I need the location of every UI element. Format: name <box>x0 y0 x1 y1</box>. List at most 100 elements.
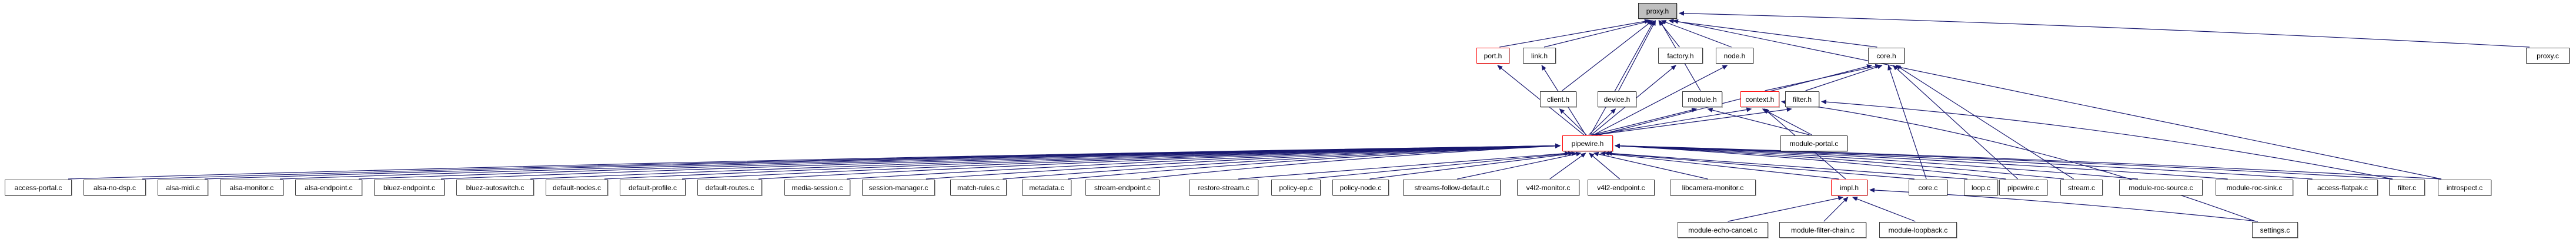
graph-node-module-filter-chain-c[interactable]: module-filter-chain.c <box>1779 222 1866 238</box>
graph-node-alsa-endpoint-c[interactable]: alsa-endpoint.c <box>295 180 362 195</box>
graph-node-impl-h[interactable]: impl.h <box>1831 180 1867 195</box>
graph-node-access-portal-c[interactable]: access-portal.c <box>5 180 72 195</box>
edge-introspect_c-to-pipewire_h <box>1615 143 2442 180</box>
graph-node-module-portal-c[interactable]: module-portal.c <box>1780 135 1847 151</box>
edge-streams_follow_default_c-to-pipewire_h <box>1457 151 1582 180</box>
edge-pipewire_c-to-pipewire_h <box>1615 143 2006 180</box>
graph-node-match-rules-c[interactable]: match-rules.c <box>950 180 1007 195</box>
edge-core_c-to-core_h <box>1887 65 1927 180</box>
edge-access_flatpak_c-to-pipewire_h <box>1615 143 2313 180</box>
edge-module_loopback_c-to-impl_h <box>1852 197 1916 222</box>
edge-metadata_c-to-pipewire_h <box>1067 143 1561 180</box>
edge-pipewire_h-to-device_h <box>1588 108 1616 135</box>
graph-node-factory-h[interactable]: factory.h <box>1658 48 1703 64</box>
graph-node-alsa-no-dsp-c[interactable]: alsa-no-dsp.c <box>83 180 146 195</box>
edge-module_portal_c-to-module_h <box>1707 108 1810 135</box>
graph-node-policy-ep-c[interactable]: policy-ep.c <box>1271 180 1321 195</box>
graph-node-port-h[interactable]: port.h <box>1476 48 1509 64</box>
edge-port_h-to-proxy_h <box>1499 19 1650 48</box>
graph-node-session-manager-c[interactable]: session-manager.c <box>862 180 935 195</box>
edge-v4l2_endpoint_c-to-pipewire_h <box>1589 153 1621 180</box>
edge-node_h-to-proxy_h <box>1660 20 1732 48</box>
graph-node-v4l2-endpoint-c[interactable]: v4l2-endpoint.c <box>1588 180 1655 195</box>
graph-node-stream-endpoint-c[interactable]: stream-endpoint.c <box>1085 180 1160 195</box>
graph-node-settings-c[interactable]: settings.c <box>2252 222 2298 238</box>
graph-node-default-routes-c[interactable]: default-routes.c <box>697 180 762 195</box>
graph-node-module-loopback-c[interactable]: module-loopback.c <box>1879 222 1957 238</box>
graph-node-module-roc-sink-c[interactable]: module-roc-sink.c <box>2216 180 2293 195</box>
graph-node-loop-c[interactable]: loop.c <box>1964 180 1998 195</box>
graph-node-policy-node-c[interactable]: policy-node.c <box>1332 180 1389 195</box>
edge-link_h-to-proxy_h <box>1543 19 1652 48</box>
graph-node-node-h[interactable]: node.h <box>1716 48 1753 64</box>
graph-node-streams-follow-default-c[interactable]: streams-follow-default.c <box>1403 180 1501 195</box>
graph-node-access-flatpak-c[interactable]: access-flatpak.c <box>2307 180 2378 195</box>
graph-node-client-h[interactable]: client.h <box>1540 91 1576 107</box>
graph-node-default-nodes-c[interactable]: default-nodes.c <box>546 180 608 195</box>
graph-node-v4l2-monitor-c[interactable]: v4l2-monitor.c <box>1517 180 1579 195</box>
edge-policy_node_c-to-pipewire_h <box>1369 151 1577 180</box>
edge-policy_ep_c-to-pipewire_h <box>1307 151 1574 180</box>
graph-node-link-h[interactable]: link.h <box>1523 48 1556 64</box>
edge-impl_h-to-pipewire_h <box>1600 151 1839 180</box>
graph-node-metadata-c[interactable]: metadata.c <box>1022 180 1071 195</box>
graph-node-default-profile-c[interactable]: default-profile.c <box>620 180 686 195</box>
graph-node-core-c[interactable]: core.c <box>1909 180 1947 195</box>
edge-module_roc_source_c-to-pipewire_h <box>1615 143 2139 180</box>
edge-context_h-to-core_h <box>1765 64 1881 91</box>
edge-client_h-to-proxy_h <box>1562 20 1653 91</box>
edge-pipewire_h-to-module_h <box>1592 108 1698 135</box>
edge-module_roc_sink_c-to-pipewire_h <box>1615 143 2228 180</box>
edge-module_filter_chain_c-to-impl_h <box>1823 197 1849 222</box>
graph-node-proxy-h[interactable]: proxy.h <box>1638 3 1677 19</box>
edge-v4l2_monitor_c-to-pipewire_h <box>1549 153 1586 180</box>
edge-pipewire_h-to-client_h <box>1559 108 1587 135</box>
edge-restore_stream_c-to-pipewire_h <box>1238 151 1571 180</box>
graph-node-bluez-autoswitch-c[interactable]: bluez-autoswitch.c <box>456 180 534 195</box>
graph-node-module-h[interactable]: module.h <box>1682 91 1722 107</box>
edge-loop_c-to-pipewire_h <box>1606 151 1968 180</box>
edge-pipewire_h-to-proxy_h <box>1590 20 1655 135</box>
edge-filter_h-to-core_h <box>1805 64 1883 91</box>
edge-media_session_c-to-pipewire_h <box>846 143 1561 180</box>
graph-node-filter-h[interactable]: filter.h <box>1785 91 1819 107</box>
graph-node-bluez-endpoint-c[interactable]: bluez-endpoint.c <box>374 180 445 195</box>
edge-stream_c-to-pipewire_h <box>1615 143 2064 180</box>
edge-default_profile_c-to-pipewire_h <box>681 143 1561 180</box>
edge-settings_c-to-context_h <box>1781 100 2256 222</box>
graph-node-proxy-c[interactable]: proxy.c <box>2526 48 2570 64</box>
graph-node-libcamera-monitor-c[interactable]: libcamera-monitor.c <box>1670 180 1756 195</box>
edge-module_echo_cancel_c-to-impl_h <box>1728 195 1844 222</box>
edge-introspect_c-to-proxy_h <box>1673 19 2442 180</box>
edge-stream_c-to-core_h <box>1895 65 2074 180</box>
edge-pipewire_h-to-core_h <box>1599 64 1872 135</box>
edge-pipewire_c-to-core_h <box>1892 65 2019 180</box>
edge-module_portal_c-to-context_h <box>1762 108 1812 135</box>
edge-pipewire_h-to-node_h <box>1593 65 1728 135</box>
graph-node-restore-stream-c[interactable]: restore-stream.c <box>1189 180 1258 195</box>
edge-default_routes_c-to-pipewire_h <box>758 143 1561 180</box>
graph-node-device-h[interactable]: device.h <box>1598 91 1636 107</box>
graph-node-alsa-midi-c[interactable]: alsa-midi.c <box>158 180 208 195</box>
graph-node-module-roc-source-c[interactable]: module-roc-source.c <box>2119 180 2203 195</box>
graph-node-alsa-monitor-c[interactable]: alsa-monitor.c <box>220 180 283 195</box>
graph-node-module-echo-cancel-c[interactable]: module-echo-cancel.c <box>1678 222 1768 238</box>
edge-device_h-to-proxy_h <box>1618 20 1656 91</box>
edge-session_manager_c-to-pipewire_h <box>926 143 1561 180</box>
edge-libcamera_monitor_c-to-pipewire_h <box>1593 151 1708 180</box>
edge-stream_endpoint_c-to-pipewire_h <box>1141 143 1561 180</box>
graph-node-stream-c[interactable]: stream.c <box>2060 180 2103 195</box>
edge-proxy_c-to-proxy_h <box>1679 11 2530 48</box>
edge-pipewire_h-to-filter_h <box>1596 107 1792 135</box>
graph-node-media-session-c[interactable]: media-session.c <box>784 180 850 195</box>
graph-node-core-h[interactable]: core.h <box>1868 48 1905 64</box>
edge-match_rules_c-to-pipewire_h <box>1003 143 1561 180</box>
graph-node-pipewire-h[interactable]: pipewire.h <box>1562 135 1613 151</box>
edge-core_c-to-pipewire_h <box>1603 151 1915 180</box>
graph-node-introspect-c[interactable]: introspect.c <box>2438 180 2491 195</box>
graph-node-pipewire-c[interactable]: pipewire.c <box>1999 180 2047 195</box>
graph-node-context-h[interactable]: context.h <box>1740 91 1779 107</box>
graph-node-filter-c[interactable]: filter.c <box>2389 180 2425 195</box>
